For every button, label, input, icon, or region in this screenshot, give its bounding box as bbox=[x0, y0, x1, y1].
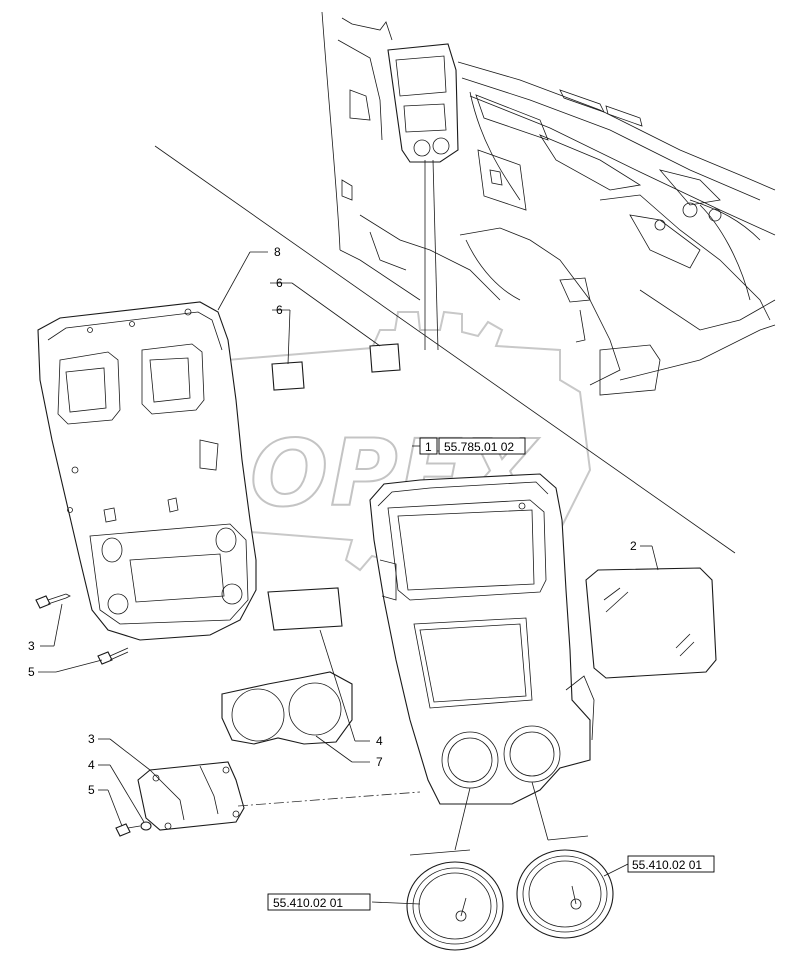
pad-part-6 bbox=[271, 343, 401, 391]
callout-3-upper: 3 bbox=[28, 639, 35, 653]
callout-5-lower: 5 bbox=[88, 783, 95, 797]
cover-panel-part-8 bbox=[37, 301, 257, 641]
gauge-left bbox=[406, 861, 504, 951]
callout-leaders bbox=[38, 251, 659, 905]
reference-main-label: 55.785.01 02 bbox=[444, 440, 514, 454]
screw-part-3 bbox=[35, 593, 71, 609]
construction-line bbox=[154, 145, 736, 554]
plate-part-4 bbox=[267, 587, 343, 631]
screw-part-5-lower bbox=[115, 823, 141, 837]
reference-gauge-right: 55.410.02 01 bbox=[627, 855, 715, 873]
reference-gauge-right-label: 55.410.02 01 bbox=[632, 858, 702, 872]
leader-gauge-left bbox=[454, 787, 471, 851]
reference-gauge-left: 55.410.02 01 bbox=[267, 893, 371, 911]
assembly-line bbox=[237, 791, 421, 807]
callout-3-lower: 3 bbox=[88, 732, 95, 746]
reference-main: 1 55.785.01 02 bbox=[419, 437, 526, 455]
lens-part-2 bbox=[585, 567, 717, 679]
reference-gauge-left-label: 55.410.02 01 bbox=[273, 896, 343, 910]
instrument-cluster-overview bbox=[387, 43, 459, 351]
gauge-right bbox=[516, 849, 614, 939]
instrument-housing-part-1 bbox=[369, 473, 595, 805]
callout-4-lower: 4 bbox=[88, 758, 95, 772]
callout-6-upper: 6 bbox=[276, 276, 283, 290]
leader-gauge-right bbox=[531, 781, 549, 841]
leader-horizontal-left bbox=[409, 849, 471, 856]
callout-2: 2 bbox=[630, 539, 637, 553]
gauge-bezel-part-7 bbox=[221, 671, 353, 745]
callout-7: 7 bbox=[376, 755, 383, 769]
leader-horizontal-right bbox=[547, 835, 589, 841]
washer-part-4 bbox=[140, 821, 152, 831]
callout-1: 1 bbox=[425, 440, 432, 454]
callout-4-right: 4 bbox=[376, 734, 383, 748]
callout-6-lower: 6 bbox=[276, 303, 283, 317]
cab-dashboard-overview bbox=[321, 11, 776, 396]
screw-part-5 bbox=[97, 647, 129, 665]
callout-8: 8 bbox=[274, 245, 281, 259]
bracket-part-3 bbox=[137, 761, 245, 831]
callout-5-upper: 5 bbox=[28, 665, 35, 679]
